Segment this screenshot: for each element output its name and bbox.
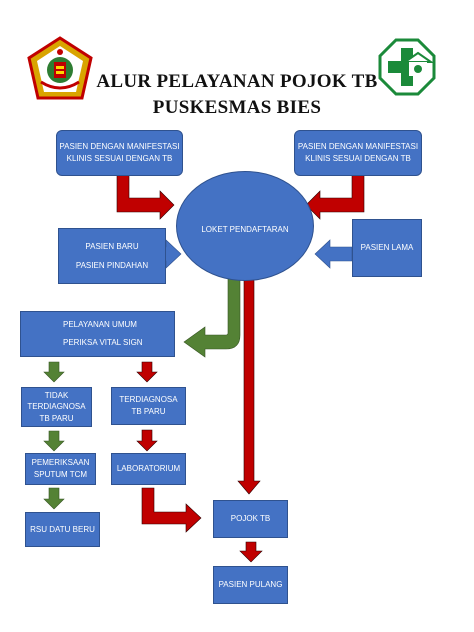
- node-tidak-terdiagnosa: TIDAK TERDIAGNOSA TB PARU: [21, 387, 92, 427]
- node-label: PASIEN DENGAN MANIFESTASI: [297, 142, 419, 152]
- node-pojok-tb: POJOK TB: [213, 500, 288, 538]
- regional-emblem-icon: [27, 36, 93, 100]
- node-label: TB PARU: [39, 413, 74, 423]
- node-pasien-pulang: PASIEN PULANG: [213, 566, 288, 604]
- node-label: SPUTUM TCM: [33, 470, 88, 479]
- arrow-tidak-to-pemeriksaan: [43, 430, 65, 452]
- node-pasien-manifestasi-right: PASIEN DENGAN MANIFESTASI KLINIS SESUAI …: [294, 130, 422, 176]
- node-laboratorium: LABORATORIUM: [111, 453, 186, 485]
- arrow-pemeriksaan-to-rsu: [43, 487, 65, 510]
- arrow-left-patient-to-loket: [116, 174, 175, 220]
- node-label: LOKET PENDAFTARAN: [201, 225, 289, 234]
- node-label: PASIEN DENGAN MANIFESTASI: [59, 142, 180, 152]
- arrow-baru-to-loket: [164, 239, 182, 269]
- arrow-lab-to-pojok: [141, 487, 202, 533]
- node-label: PASIEN PINDAHAN: [75, 261, 149, 270]
- node-label: PASIEN LAMA: [360, 243, 414, 253]
- node-label: PASIEN PULANG: [218, 580, 283, 590]
- arrow-loket-to-pojok: [237, 274, 261, 495]
- node-rsu-datu-beru: RSU DATU BERU: [25, 512, 100, 547]
- node-pasien-lama: PASIEN LAMA: [352, 219, 422, 277]
- node-label: KLINIS SESUAI DENGAN TB: [66, 154, 173, 163]
- node-loket-pendaftaran: LOKET PENDAFTARAN: [176, 171, 314, 281]
- puskesmas-logo-icon: [378, 38, 436, 96]
- arrow-pelayanan-to-tidak: [43, 361, 65, 383]
- node-pasien-manifestasi-left: PASIEN DENGAN MANIFESTASI KLINIS SESUAI …: [56, 130, 183, 176]
- arrow-lama-to-loket: [314, 239, 353, 269]
- node-label: KLINIS SESUAI DENGAN TB: [305, 154, 411, 163]
- node-label: TERDIAGNOSA: [27, 402, 86, 412]
- node-label: PASIEN BARU: [85, 241, 139, 251]
- node-label: PELAYANAN UMUM: [63, 319, 137, 329]
- node-pemeriksaan-sputum: PEMERIKSAAN SPUTUM TCM: [25, 453, 96, 485]
- node-terdiagnosa: TERDIAGNOSA TB PARU: [111, 387, 186, 425]
- page-title: ALUR PELAYANAN POJOK TB: [96, 71, 378, 92]
- node-label: TB PARU: [131, 407, 166, 416]
- node-label: LABORATORIUM: [116, 464, 181, 474]
- node-label: RSU DATU BERU: [30, 524, 95, 534]
- arrow-pojok-to-pulang: [239, 541, 263, 563]
- arrow-terdiagnosa-to-lab: [136, 429, 158, 452]
- node-label: TIDAK: [44, 390, 69, 400]
- node-pelayanan-umum: PELAYANAN UMUM PERIKSA VITAL SIGN: [20, 311, 175, 357]
- node-label: PERIKSA VITAL SIGN: [63, 338, 143, 347]
- node-label: PEMERIKSAAN: [31, 458, 90, 468]
- node-pasien-baru-pindahan: PASIEN BARU PASIEN PINDAHAN: [58, 228, 166, 284]
- arrow-pelayanan-to-terdiagnosa: [136, 361, 158, 383]
- node-label: TERDIAGNOSA: [119, 395, 178, 405]
- arrow-right-patient-to-loket: [305, 174, 365, 220]
- node-label: POJOK TB: [230, 514, 271, 524]
- arrow-loket-to-pelayanan: [183, 274, 241, 358]
- page-subtitle: PUSKESMAS BIES: [152, 97, 322, 118]
